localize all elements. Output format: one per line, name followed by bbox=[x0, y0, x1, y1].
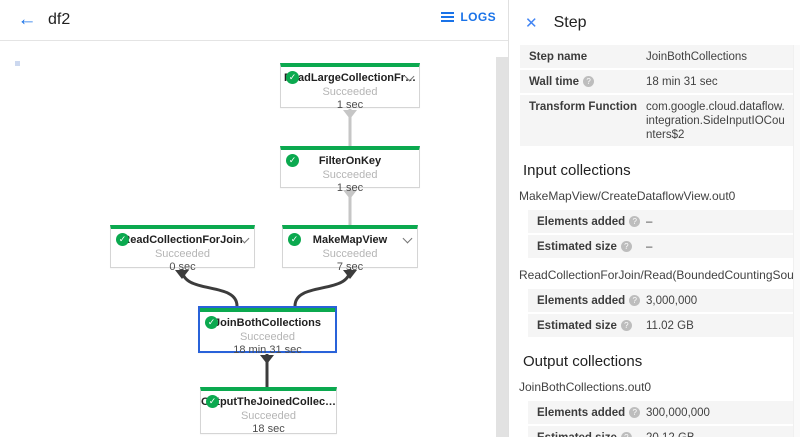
metric-label: Elements added? bbox=[537, 405, 646, 420]
metric-row-estimated-size: Estimated size? 11.02 GB bbox=[528, 314, 794, 337]
detail-value: 18 min 31 sec bbox=[646, 76, 718, 88]
expand-chevron-down-icon[interactable] bbox=[240, 235, 248, 243]
expand-chevron-down-icon[interactable] bbox=[403, 235, 411, 243]
collection-name: ReadCollectionForJoin/Read(BoundedCounti… bbox=[519, 268, 794, 282]
panel-vertical-scrollbar[interactable] bbox=[793, 45, 800, 437]
metric-row-elements-added: Elements added? 3,000,000 bbox=[528, 289, 794, 312]
success-check-icon: ✓ bbox=[116, 233, 129, 246]
node-status: Succeeded bbox=[239, 331, 296, 343]
expand-chevron-down-icon[interactable] bbox=[405, 73, 413, 81]
graph-node-joinbothcollections-selected[interactable]: ✓ JoinBothCollections Succeeded 18 min 3… bbox=[198, 306, 337, 356]
logs-list-icon bbox=[441, 12, 455, 22]
metric-row-estimated-size: Estimated size? 20.12 GB bbox=[528, 426, 794, 437]
edge-arrow-icon bbox=[175, 270, 189, 279]
success-check-icon: ✓ bbox=[286, 71, 299, 84]
minimap-dot bbox=[15, 61, 20, 66]
graph-node-readcollectionforjoin[interactable]: ✓ ReadCollectionForJoin Succeeded 0 sec bbox=[110, 225, 255, 273]
step-details-panel: ✕ Step Step name JoinBothCollections Wal… bbox=[508, 0, 800, 437]
detail-label: Transform Function bbox=[529, 101, 637, 113]
success-check-icon: ✓ bbox=[288, 233, 301, 246]
help-icon[interactable]: ? bbox=[620, 241, 632, 252]
node-title: ReadLargeCollectionFr… bbox=[283, 72, 417, 84]
metric-value: 11.02 GB bbox=[646, 320, 694, 332]
success-check-icon: ✓ bbox=[205, 316, 218, 329]
graph-node-filteronkey[interactable]: ✓ FilterOnKey Succeeded 1 sec bbox=[280, 146, 420, 194]
metric-value: – bbox=[646, 241, 653, 253]
back-button[interactable]: ← bbox=[14, 7, 40, 33]
metric-label: Elements added? bbox=[537, 214, 646, 229]
node-duration: 18 sec bbox=[252, 423, 285, 435]
node-status: Succeeded bbox=[322, 248, 378, 260]
node-status: Succeeded bbox=[322, 169, 378, 181]
node-title: FilterOnKey bbox=[318, 155, 382, 167]
metric-value: – bbox=[646, 216, 653, 228]
help-icon[interactable]: ? bbox=[620, 320, 632, 331]
node-duration: 18 min 31 sec bbox=[233, 344, 302, 356]
panel-body: Step name JoinBothCollections Wall time?… bbox=[509, 45, 794, 437]
section-title-output-collections: Output collections bbox=[523, 353, 643, 370]
node-duration: 7 sec bbox=[336, 261, 364, 273]
metric-value: 3,000,000 bbox=[646, 295, 698, 307]
edge-arrow-icon bbox=[343, 270, 357, 279]
success-check-icon: ✓ bbox=[206, 395, 219, 408]
help-icon[interactable]: ? bbox=[629, 295, 641, 306]
close-icon: ✕ bbox=[525, 14, 538, 32]
graph-node-makemapview[interactable]: ✓ MakeMapView Succeeded 7 sec bbox=[282, 225, 418, 273]
metric-label: Elements added? bbox=[537, 293, 646, 308]
metric-label: Estimated size? bbox=[537, 239, 646, 254]
metric-value: 20.12 GB bbox=[646, 430, 786, 437]
graph-node-outputthejoinedcollection[interactable]: ✓ OutputTheJoinedCollec… Succeeded 18 se… bbox=[200, 387, 337, 435]
detail-value: com.google.cloud.dataflow.integration.Si… bbox=[646, 101, 785, 141]
logs-button[interactable]: LOGS bbox=[441, 10, 496, 24]
node-title: JoinBothCollections bbox=[214, 317, 321, 329]
close-panel-button[interactable]: ✕ bbox=[525, 14, 538, 32]
metric-label: Estimated size? bbox=[537, 430, 646, 437]
help-icon[interactable]: ? bbox=[629, 407, 641, 418]
node-title: ReadCollectionForJoin bbox=[122, 234, 243, 246]
detail-row-step-name: Step name JoinBothCollections bbox=[520, 45, 794, 68]
edge-arrow-icon bbox=[260, 355, 274, 364]
node-duration: 1 sec bbox=[336, 182, 364, 194]
pipeline-graph-canvas[interactable]: ✓ ReadLargeCollectionFr… Succeeded 1 sec… bbox=[0, 41, 508, 437]
node-status: Succeeded bbox=[322, 86, 378, 98]
detail-row-transform-function: Transform Function com.google.cloud.data… bbox=[520, 95, 794, 146]
node-title: OutputTheJoinedCollec… bbox=[201, 396, 336, 408]
node-title: MakeMapView bbox=[312, 234, 388, 246]
graph-vertical-scrollbar[interactable] bbox=[496, 57, 508, 437]
help-icon[interactable]: ? bbox=[629, 216, 641, 227]
detail-label: Step name bbox=[529, 51, 588, 63]
node-status-bar bbox=[200, 308, 335, 312]
metric-value: 300,000,000 bbox=[646, 407, 710, 419]
graph-edges bbox=[175, 109, 357, 387]
success-check-icon: ✓ bbox=[286, 154, 299, 167]
collection-name: JoinBothCollections.out0 bbox=[519, 380, 652, 394]
back-arrow-icon: ← bbox=[17, 9, 37, 30]
node-status: Succeeded bbox=[240, 410, 297, 422]
detail-row-wall-time: Wall time? 18 min 31 sec bbox=[520, 70, 794, 93]
edge-arrow-icon bbox=[343, 110, 357, 119]
detail-label: Wall time? bbox=[529, 74, 646, 89]
top-bar: ← df2 LOGS bbox=[0, 0, 508, 41]
edge-arrow-icon bbox=[343, 190, 357, 199]
panel-header: ✕ Step bbox=[509, 0, 800, 45]
metric-row-elements-added: Elements added? 300,000,000 bbox=[528, 401, 794, 424]
help-icon[interactable]: ? bbox=[583, 76, 595, 87]
node-duration: 1 sec bbox=[336, 99, 364, 111]
metric-label: Estimated size? bbox=[537, 318, 646, 333]
node-duration: 0 sec bbox=[169, 261, 196, 273]
edge-makemapview-to-join bbox=[293, 268, 352, 307]
graph-node-readlargecollection[interactable]: ✓ ReadLargeCollectionFr… Succeeded 1 sec bbox=[280, 63, 420, 111]
node-status: Succeeded bbox=[154, 248, 211, 260]
metric-row-estimated-size: Estimated size? – bbox=[528, 235, 794, 258]
collection-name: MakeMapView/CreateDataflowView.out0 bbox=[519, 189, 736, 203]
metric-row-elements-added: Elements added? – bbox=[528, 210, 794, 233]
edge-readcollection-to-join bbox=[180, 268, 239, 307]
section-title-input-collections: Input collections bbox=[523, 162, 631, 179]
panel-title: Step bbox=[553, 13, 587, 31]
page-title: df2 bbox=[48, 11, 71, 28]
logs-button-label: LOGS bbox=[460, 10, 496, 24]
help-icon[interactable]: ? bbox=[620, 432, 632, 437]
detail-value: JoinBothCollections bbox=[646, 51, 748, 63]
